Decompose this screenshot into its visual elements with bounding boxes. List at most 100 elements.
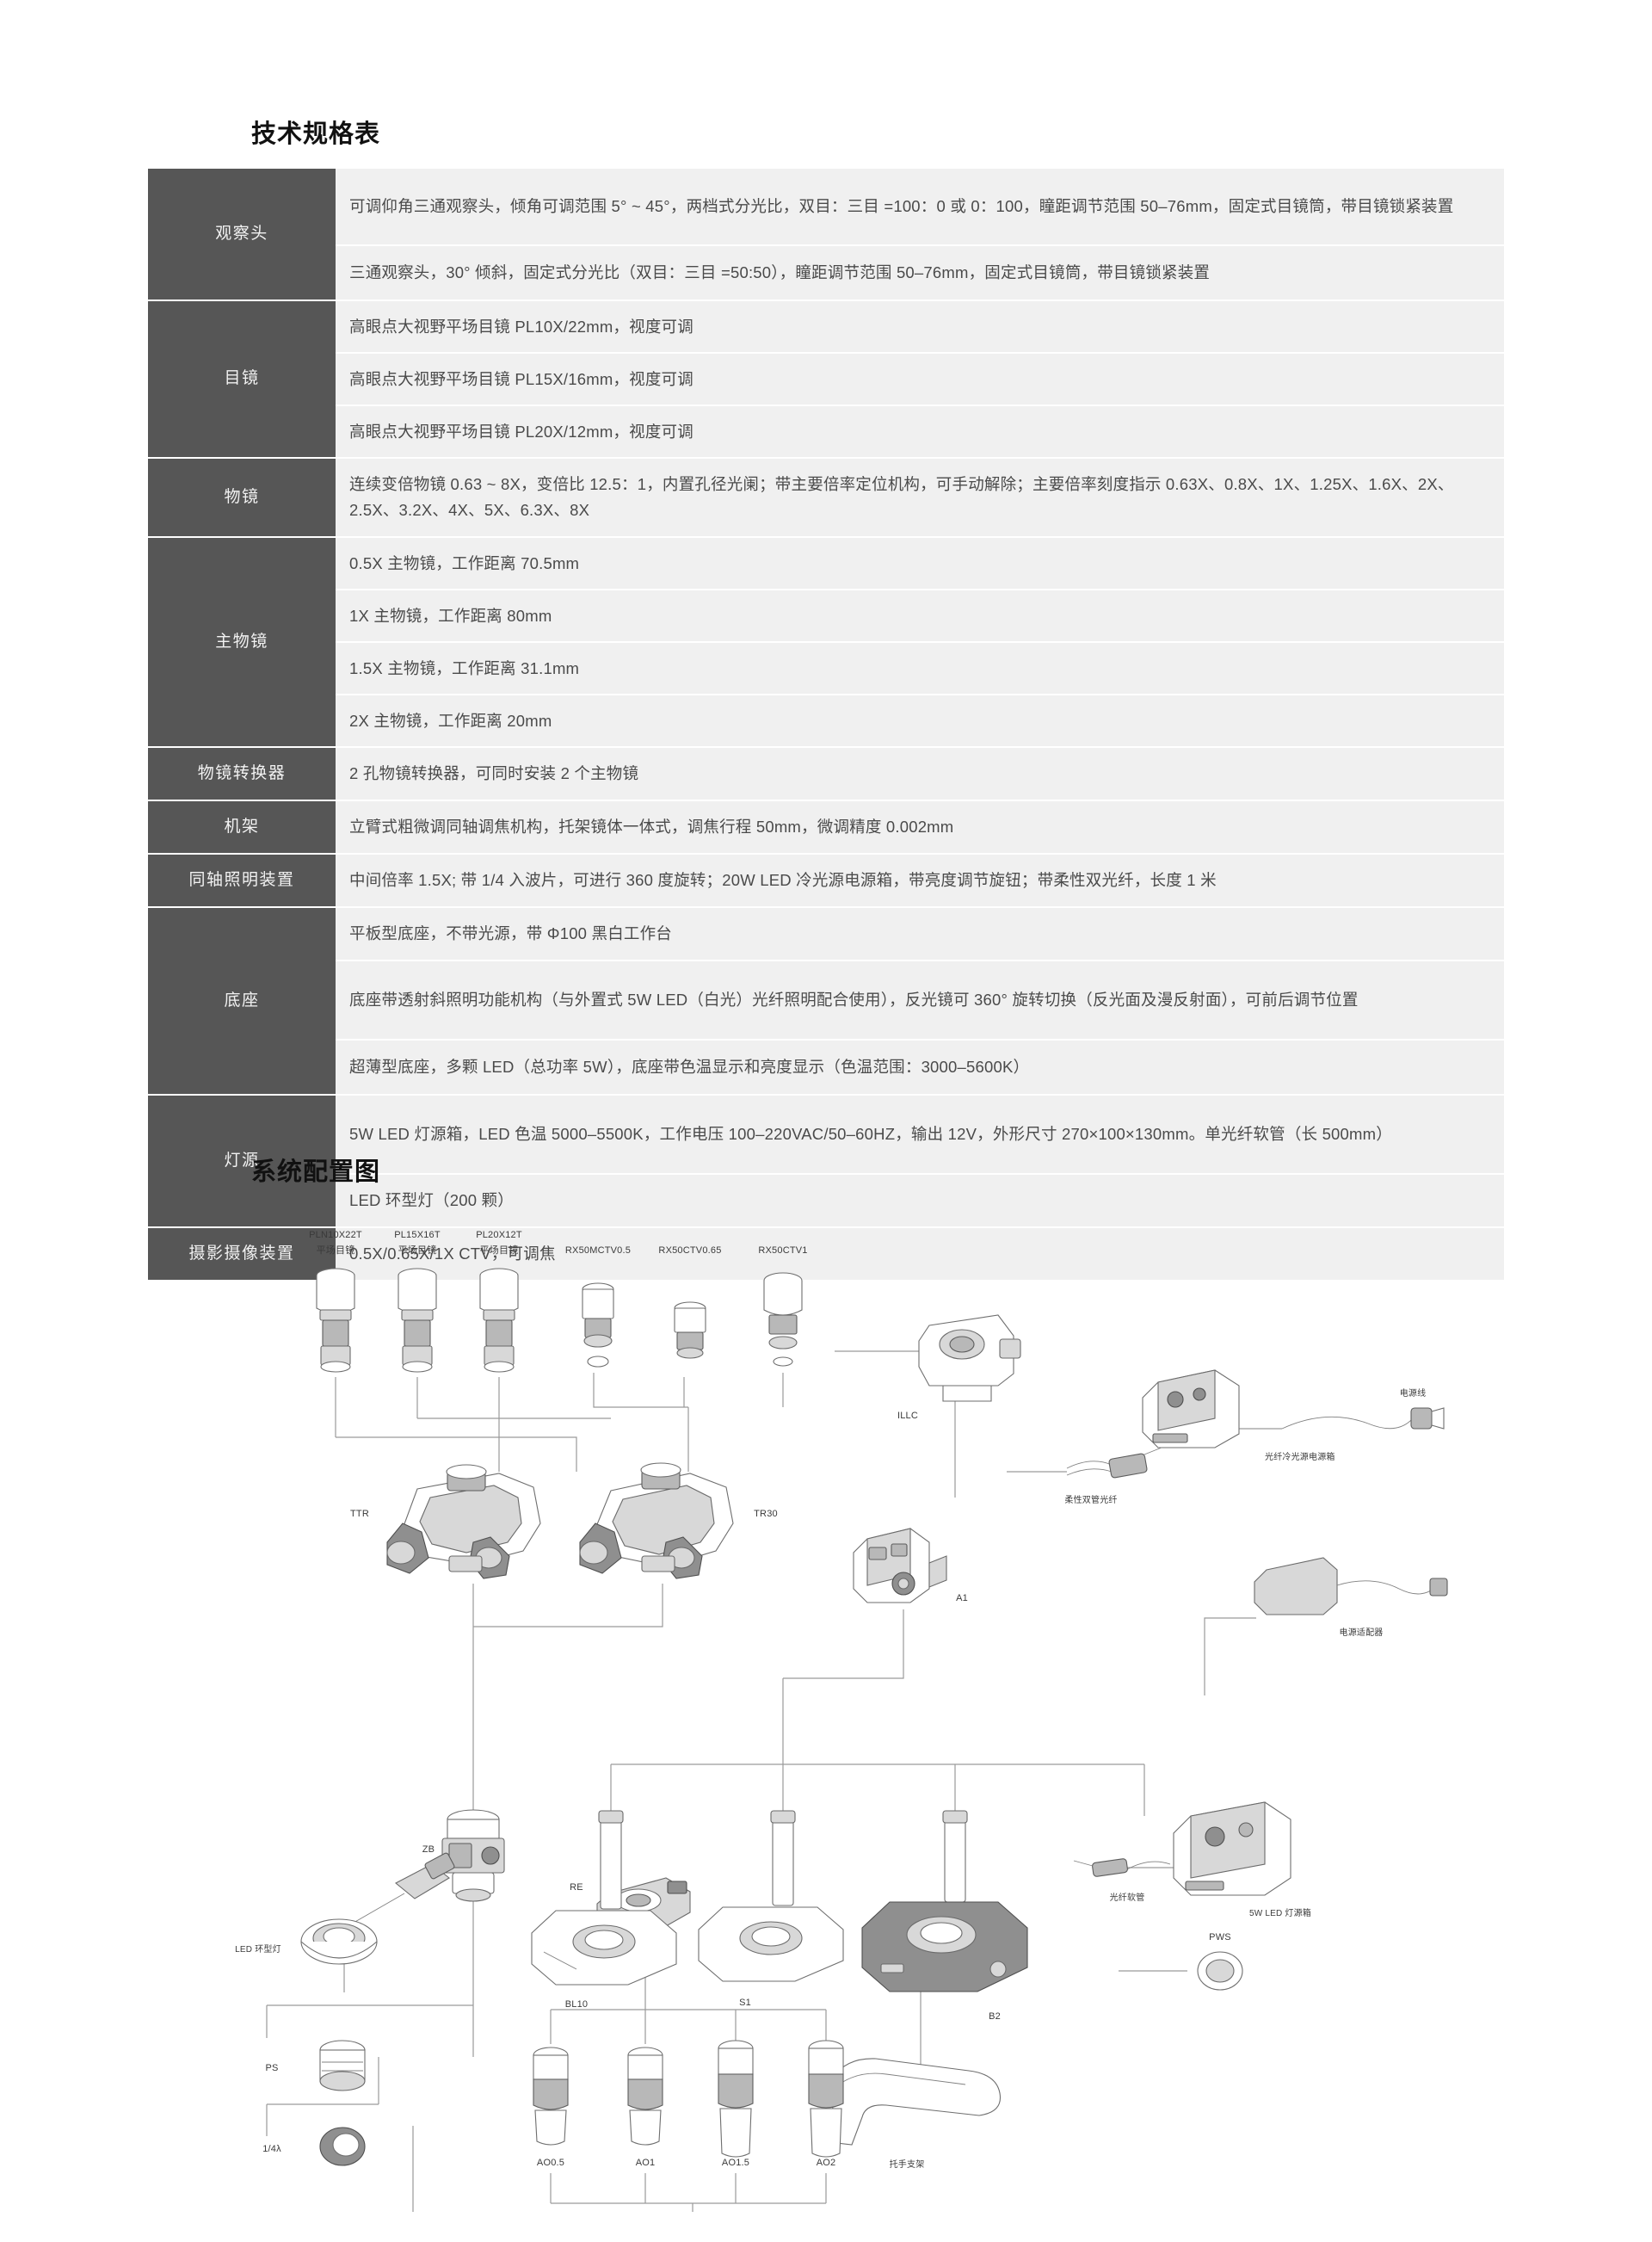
fiber-cold-light-box-group: 光纤冷光源电源箱 xyxy=(1142,1369,1335,1462)
hand-rest-group: 托手支架 xyxy=(822,2058,1002,2170)
table-row: 底座带透射斜照明功能机构（与外置式 5W LED（白光）光纤照明配合使用），反光… xyxy=(148,960,1504,1041)
zb-label: ZB xyxy=(422,1844,435,1855)
fiber-hose-label: 光纤软管 xyxy=(1110,1892,1145,1903)
eyepiece-2-code-label: PL15X16T xyxy=(394,1230,441,1240)
spec-label-main-objective: 主物镜 xyxy=(148,537,336,748)
power-adapter-icon xyxy=(1254,1557,1448,1615)
a1-group: A1 xyxy=(853,1528,968,1603)
fiber-hose-icon xyxy=(1073,1858,1171,1877)
spec-label-eyepiece: 目镜 xyxy=(148,300,336,459)
bl10-group: BL10 xyxy=(531,1810,677,2010)
fiber-cold-light-box-label: 光纤冷光源电源箱 xyxy=(1265,1451,1335,1462)
quarter-wave-label: 1/4λ xyxy=(262,2144,281,2154)
spec-label-base: 底座 xyxy=(148,907,336,1096)
spec-value: 2 孔物镜转换器，可同时安装 2 个主物镜 xyxy=(336,747,1504,801)
spec-value: 底座带透射斜照明功能机构（与外置式 5W LED（白光）光纤照明配合使用），反光… xyxy=(336,960,1504,1041)
hand-rest-label: 托手支架 xyxy=(890,2159,925,2170)
eyepiece-1-icon xyxy=(316,1268,355,1373)
table-row: LED 环型灯（200 颗） xyxy=(148,1174,1504,1228)
illc-label: ILLC xyxy=(897,1411,918,1421)
power-adapter-label: 电源适配器 xyxy=(1340,1627,1384,1638)
bl10-icon xyxy=(531,1810,677,1986)
flexible-dual-fiber-icon xyxy=(1066,1447,1162,1479)
eyepiece-group-3: PL20X12T 平场目镜 xyxy=(476,1230,522,1373)
diagram-section-title: 系统配置图 xyxy=(251,1158,381,1186)
quarter-wave-icon xyxy=(319,2127,366,2166)
ao-15-icon xyxy=(718,2040,754,2158)
spec-value: 0.5X 主物镜，工作距离 70.5mm xyxy=(336,537,1504,590)
spec-value: 连续变倍物镜 0.63 ~ 8X，变倍比 12.5：1，内置孔径光阑；带主要倍率… xyxy=(336,458,1504,538)
tr30-head-group: TR30 xyxy=(579,1462,778,1579)
tr30-head-icon xyxy=(579,1462,734,1579)
table-row: 机架 立臂式粗微调同轴调焦机构，托架镜体一体式，调焦行程 50mm，微调精度 0… xyxy=(148,800,1504,855)
spec-value: 超薄型底座，多颗 LED（总功率 5W），底座带色温显示和亮度显示（色温范围：3… xyxy=(336,1040,1504,1096)
spec-label-light-source: 灯源 xyxy=(148,1095,336,1228)
fiber-cold-light-box-icon xyxy=(1142,1369,1240,1448)
quarter-wave-group: 1/4λ xyxy=(262,2127,366,2166)
table-row: 观察头 可调仰角三通观察头，倾角可调范围 5° ~ 45°，两档式分光比，双目：… xyxy=(148,169,1504,301)
table-row: 高眼点大视野平场目镜 PL20X/12mm，视度可调 xyxy=(148,405,1504,459)
ao-05-icon xyxy=(533,2047,569,2146)
led-box-5w-icon xyxy=(1173,1801,1291,1896)
table-row: 1.5X 主物镜，工作距离 31.1mm xyxy=(148,642,1504,695)
spec-value: 立臂式粗微调同轴调焦机构，托架镜体一体式，调焦行程 50mm，微调精度 0.00… xyxy=(336,800,1504,855)
spec-value: 高眼点大视野平场目镜 PL20X/12mm，视度可调 xyxy=(336,405,1504,459)
diagram-canvas: PLN10X22T 平场目镜 PL15X16T 平场目镜 xyxy=(235,1230,1448,2212)
table-row: 物镜转换器 2 孔物镜转换器，可同时安装 2 个主物镜 xyxy=(148,747,1504,801)
spec-label-nosepiece: 物镜转换器 xyxy=(148,747,336,801)
power-cord-label: 电源线 xyxy=(1400,1387,1427,1399)
eyepiece-1-name-label: 平场目镜 xyxy=(317,1244,355,1256)
table-row: 同轴照明装置 中间倍率 1.5X; 带 1/4 入波片，可进行 360 度旋转；… xyxy=(148,854,1504,908)
hand-rest-icon xyxy=(822,2058,1002,2146)
pws-icon xyxy=(1197,1951,1243,1991)
led-box-5w-label: 5W LED 灯源箱 xyxy=(1249,1907,1311,1918)
table-row: 目镜 高眼点大视野平场目镜 PL10X/22mm，视度可调 xyxy=(148,300,1504,459)
ao-15-group: AO1.5 xyxy=(718,2040,754,2168)
s1-icon xyxy=(698,1810,844,1982)
re-label: RE xyxy=(570,1882,583,1893)
ctv-group-3: RX50CTV1 xyxy=(758,1245,807,1367)
ctv-group-2: RX50CTV0.65 xyxy=(658,1245,721,1359)
spec-value: 2X 主物镜，工作距离 20mm xyxy=(336,695,1504,748)
eyepiece-1-code-label: PLN10X22T xyxy=(309,1230,362,1240)
ttr-label: TTR xyxy=(350,1509,369,1519)
a1-label: A1 xyxy=(956,1593,968,1603)
table-row: 三通观察头，30° 倾斜，固定式分光比（双目：三目 =50:50），瞳距调节范围… xyxy=(148,245,1504,301)
power-cord-icon xyxy=(1281,1407,1445,1430)
pws-label: PWS xyxy=(1209,1932,1231,1942)
tr30-label: TR30 xyxy=(754,1509,778,1519)
spec-value: 1.5X 主物镜，工作距离 31.1mm xyxy=(336,642,1504,695)
ps-group: PS xyxy=(265,2040,366,2091)
spec-table: 观察头 可调仰角三通观察头，倾角可调范围 5° ~ 45°，两档式分光比，双目：… xyxy=(148,169,1504,1282)
spec-table-body: 观察头 可调仰角三通观察头，倾角可调范围 5° ~ 45°，两档式分光比，双目：… xyxy=(148,169,1504,1282)
eyepiece-2-name-label: 平场目镜 xyxy=(398,1244,437,1256)
ao-1-label: AO1 xyxy=(636,2158,656,2168)
spec-value: LED 环型灯（200 颗） xyxy=(336,1174,1504,1228)
eyepiece-3-name-label: 平场目镜 xyxy=(480,1244,519,1256)
eyepiece-2-icon xyxy=(398,1268,437,1373)
ctv-2-icon xyxy=(674,1301,706,1359)
led-ring-lamp-icon xyxy=(300,1852,455,1965)
ao-2-label: AO2 xyxy=(817,2158,836,2168)
ctv-2-label: RX50CTV0.65 xyxy=(658,1245,721,1256)
table-row: 2X 主物镜，工作距离 20mm xyxy=(148,695,1504,748)
spec-value: 平板型底座，不带光源，带 Φ100 黑白工作台 xyxy=(336,907,1504,961)
ctv-3-icon xyxy=(763,1272,803,1367)
system-configuration-diagram: PLN10X22T 平场目镜 PL15X16T 平场目镜 xyxy=(129,1214,1540,2212)
a1-icon xyxy=(853,1528,947,1603)
led-ring-lamp-group: LED 环型灯 xyxy=(235,1852,455,1965)
s1-label: S1 xyxy=(739,1998,751,2008)
power-cord-group: 电源线 xyxy=(1281,1387,1445,1430)
spec-value: 1X 主物镜，工作距离 80mm xyxy=(336,590,1504,643)
spec-label-observation-head: 观察头 xyxy=(148,169,336,301)
zb-icon xyxy=(441,1809,505,1902)
b2-label: B2 xyxy=(989,2011,1001,2022)
ctv-1-label: RX50MCTV0.5 xyxy=(565,1245,631,1256)
ao-2-group: AO2 xyxy=(808,2040,844,2168)
table-row: 1X 主物镜，工作距离 80mm xyxy=(148,590,1504,643)
led-ring-lamp-label: LED 环型灯 xyxy=(235,1943,281,1955)
fiber-hose-group: 光纤软管 xyxy=(1073,1858,1171,1903)
power-adapter-group: 电源适配器 xyxy=(1254,1557,1448,1638)
spec-value: 0.5X/0.65X/1X CTV，可调焦 xyxy=(336,1227,1504,1282)
illc-group: ILLC xyxy=(897,1314,1021,1421)
